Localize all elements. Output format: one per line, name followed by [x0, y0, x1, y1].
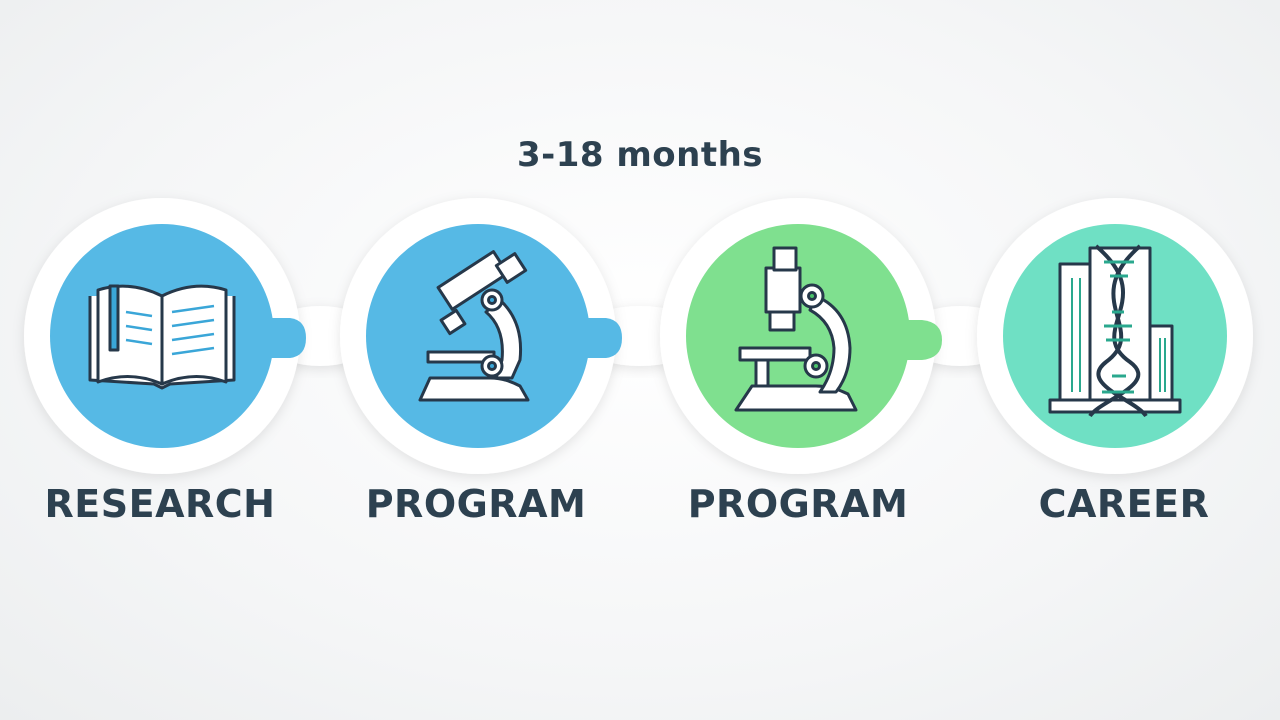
stage-tab: [900, 320, 942, 360]
stage-label-research: RESEARCH: [44, 482, 276, 526]
stage-label-program-2: PROGRAM: [687, 482, 909, 526]
stage-label-program-1: PROGRAM: [365, 482, 587, 526]
stage-node-research: [24, 198, 306, 474]
duration-label: 3-18 months: [516, 135, 764, 175]
microscope-icon: [418, 250, 530, 402]
stage-label-career: CAREER: [1038, 482, 1210, 526]
connector-2: [600, 306, 680, 366]
stage-tab: [580, 318, 622, 358]
stage-circle: [686, 224, 910, 448]
stage-circle: [366, 224, 590, 448]
open-book-icon: [88, 284, 236, 390]
stage-node-program-1: [340, 198, 622, 474]
stage-tab: [262, 318, 306, 358]
stage-node-program-2: [660, 198, 942, 474]
connector-3: [925, 306, 995, 366]
stage-node-career: [977, 198, 1253, 474]
dna-building-icon: [1048, 244, 1182, 418]
microscope-icon: [734, 246, 858, 412]
